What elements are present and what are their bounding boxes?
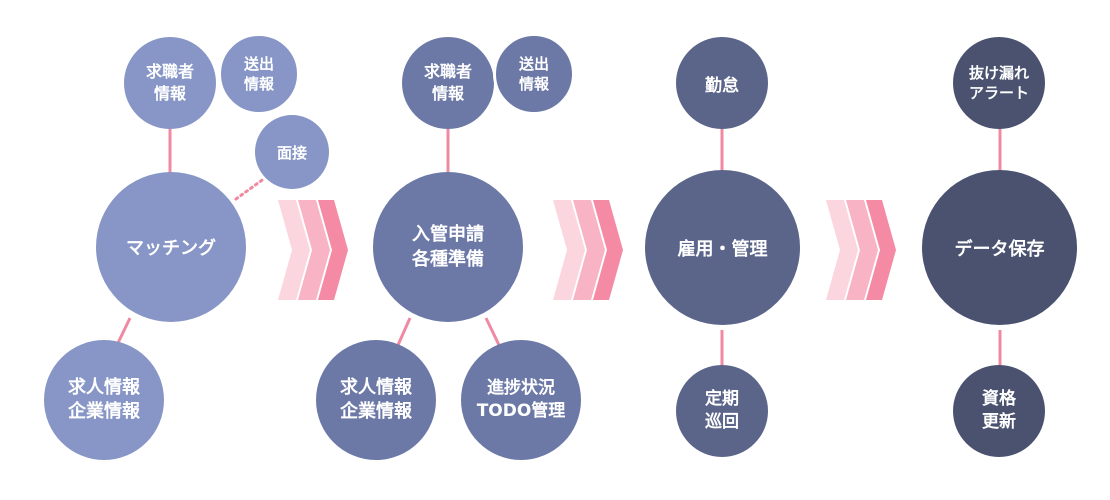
node-renewal: 資格 更新 — [953, 365, 1045, 457]
connector-interview-matching — [234, 176, 267, 201]
node-send-info-1-label: 送出 情報 — [243, 54, 274, 93]
node-seeker-info-1-label: 求職者 情報 — [145, 62, 194, 103]
node-patrol-label: 定期 巡回 — [705, 389, 739, 432]
node-renewal-label: 資格 更新 — [982, 389, 1016, 432]
connector-job-matching — [115, 317, 132, 346]
flow-arrow-3 — [826, 200, 898, 300]
node-seeker-info-2: 求職者 情報 — [402, 37, 494, 129]
node-data-storage-label: データ保存 — [954, 238, 1045, 260]
connector-job-application — [396, 317, 412, 346]
flow-arrow-1 — [278, 200, 350, 300]
node-seeker-info-2-label: 求職者 情報 — [423, 62, 472, 103]
node-application: 入管申請 各種準備 — [373, 172, 523, 322]
node-send-info-2: 送出 情報 — [493, 33, 575, 115]
node-send-info-1: 送出 情報 — [218, 33, 300, 115]
flow-arrow-2 — [553, 200, 625, 300]
connector-progress-application — [484, 317, 501, 346]
node-application-label: 入管申請 各種準備 — [412, 223, 484, 270]
node-job-info-1-label: 求人情報 企業情報 — [68, 376, 140, 422]
node-matching-label: マッチング — [126, 238, 216, 259]
node-data-storage: データ保存 — [922, 170, 1077, 325]
node-job-info-1: 求人情報 企業情報 — [44, 340, 164, 460]
node-attendance-label: 勤怠 — [705, 75, 739, 96]
node-matching: マッチング — [96, 172, 246, 322]
node-alert-label: 抜け漏れ アラート — [968, 63, 1029, 102]
node-interview: 面接 — [255, 115, 329, 189]
node-employment-label: 雇用・管理 — [677, 238, 768, 260]
node-patrol: 定期 巡回 — [676, 365, 768, 457]
node-seeker-info-1: 求職者 情報 — [124, 37, 216, 129]
node-progress-label: 進捗状況 TODO管理 — [476, 378, 566, 421]
node-progress: 進捗状況 TODO管理 — [461, 340, 581, 460]
node-alert: 抜け漏れ アラート — [953, 37, 1045, 129]
node-job-info-2-label: 求人情報 企業情報 — [340, 376, 412, 422]
node-employment: 雇用・管理 — [645, 170, 800, 325]
node-interview-label: 面接 — [276, 143, 307, 162]
node-send-info-2-label: 送出 情報 — [518, 54, 549, 93]
node-job-info-2: 求人情報 企業情報 — [316, 340, 436, 460]
node-attendance: 勤怠 — [676, 37, 768, 129]
